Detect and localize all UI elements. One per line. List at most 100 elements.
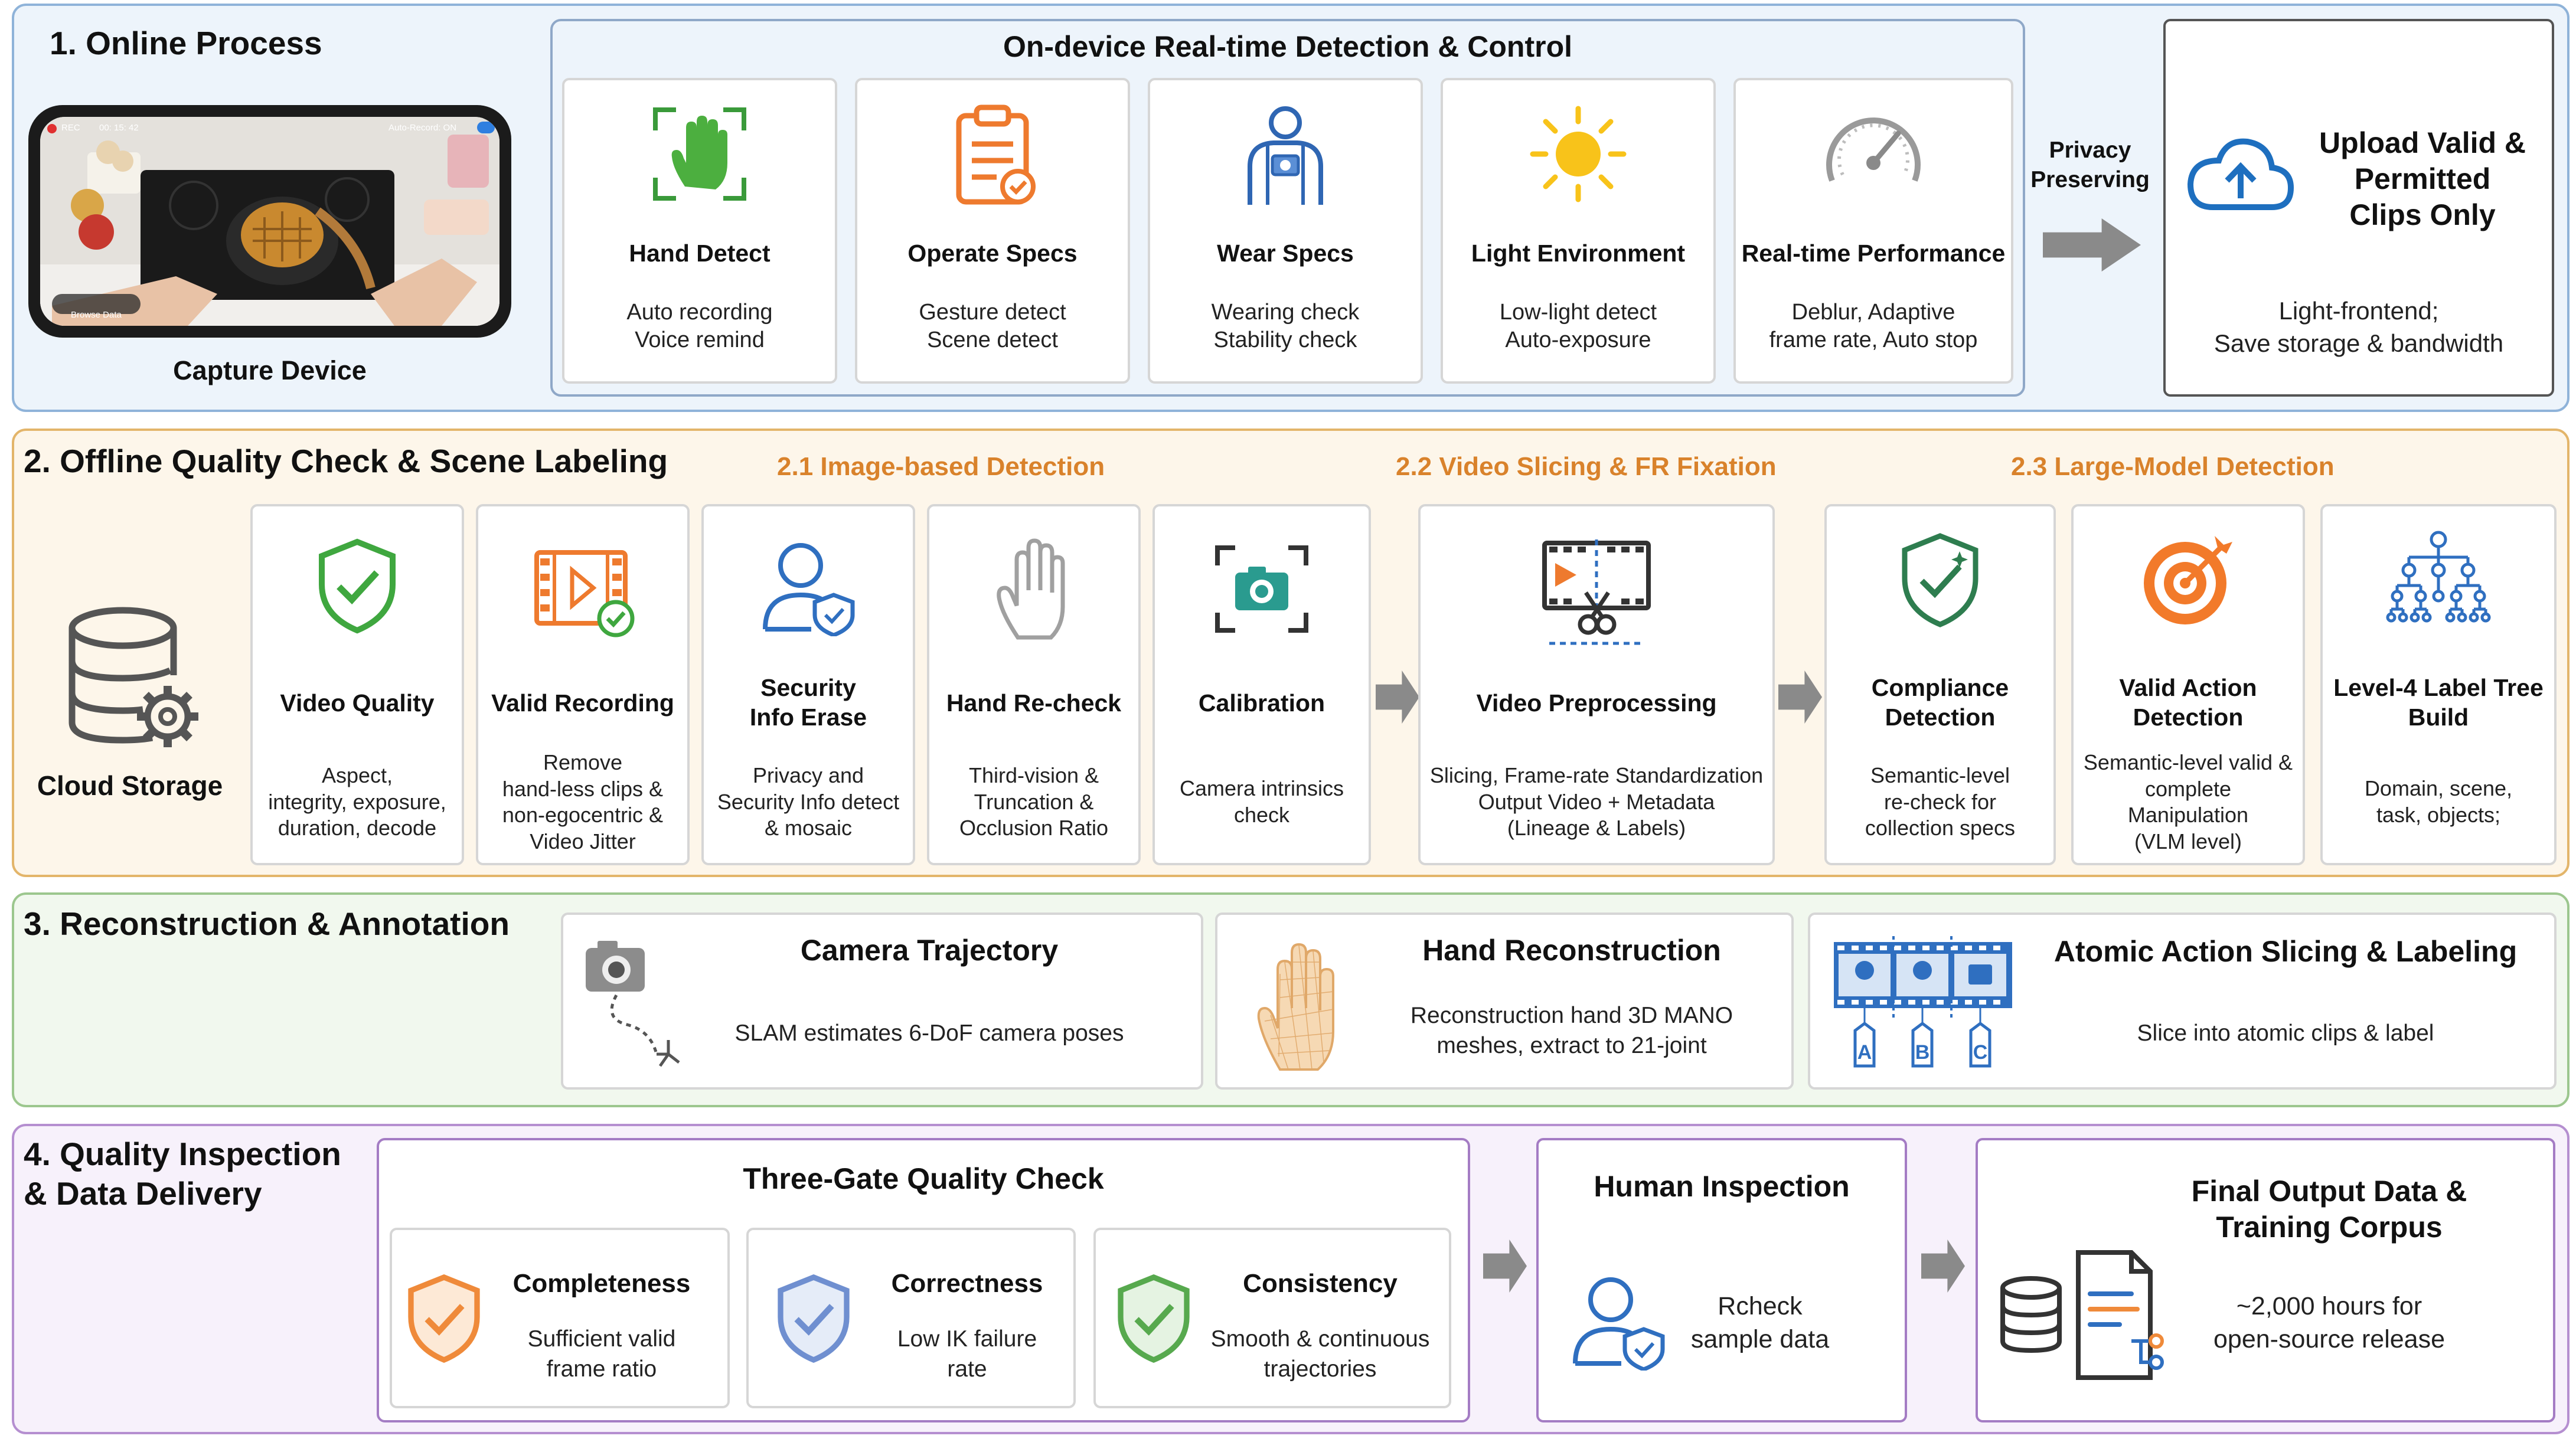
card-operate-specs: Operate Specs Gesture detect Scene detec… xyxy=(855,78,1130,384)
auto-record-toggle[interactable] xyxy=(477,122,495,133)
card-desc: Low-light detect Auto-exposure xyxy=(1499,300,1657,353)
sun-icon xyxy=(1530,106,1627,202)
gate-desc: Smooth & continuous trajectories xyxy=(1210,1326,1430,1382)
browse-data-button[interactable]: Browse Data xyxy=(71,310,122,320)
rec-indicator: REC xyxy=(61,123,80,133)
card-security-info-erase: Security Info Erase Privacy and Security… xyxy=(701,504,915,865)
card-valid-recording: Valid Recording Remove hand-less clips &… xyxy=(476,504,690,865)
gate-completeness: Completeness Sufficient valid frame rati… xyxy=(390,1228,730,1408)
card-desc: Auto recording Voice remind xyxy=(626,300,773,353)
hand-mesh-icon xyxy=(1257,943,1334,1071)
card-title: Hand Re-check xyxy=(946,689,1122,717)
arrow-right-icon xyxy=(2043,218,2141,272)
card-desc: Camera intrinsics check xyxy=(1179,776,1344,827)
hierarchy-tree-icon xyxy=(2386,531,2491,623)
section-title: 1. Online Process xyxy=(50,25,322,61)
card-title: Light Environment xyxy=(1471,240,1686,267)
card-wear-specs: Wear Specs Wearing check Stability check xyxy=(1148,78,1423,384)
user-shield-icon xyxy=(1573,1277,1665,1371)
subsection-large-model: 2.3 Large-Model Detection xyxy=(2011,452,2335,481)
shield-star-icon xyxy=(1902,533,1978,627)
phone-screen: REC 00: 15: 42 Auto-Record: ON Browse Da… xyxy=(40,117,499,326)
card-video-quality: Video Quality Aspect, integrity, exposur… xyxy=(250,504,464,865)
shield-check-icon xyxy=(319,538,396,634)
three-gate-title: Three-Gate Quality Check xyxy=(743,1162,1104,1195)
panel-title: On-device Real-time Detection & Control xyxy=(1003,30,1573,63)
card-video-preprocessing: Video Preprocessing Slicing, Frame-rate … xyxy=(1418,504,1775,865)
card-valid-action-detection: Valid Action Detection Semantic-level va… xyxy=(2071,504,2305,865)
section-title: 4. Quality Inspection & Data Delivery xyxy=(24,1136,341,1212)
section-title: 3. Reconstruction & Annotation xyxy=(24,905,510,942)
human-inspection-panel: Human Inspection Rcheck sample data xyxy=(1536,1138,1907,1422)
shield-check-blue-icon xyxy=(778,1274,850,1363)
kitchen-scene-image xyxy=(40,117,499,326)
card-title: Compliance Detection xyxy=(1871,674,2009,731)
database-document-icon xyxy=(2000,1250,2164,1380)
cloud-storage-label: Cloud Storage xyxy=(37,770,223,801)
upload-desc: Light-frontend; Save storage & bandwidth xyxy=(2213,297,2504,357)
cloud-upload-icon xyxy=(2187,138,2294,210)
camera-focus-icon xyxy=(1215,545,1308,633)
film-check-icon xyxy=(534,550,635,637)
card-desc: Privacy and Security Info detect & mosai… xyxy=(717,763,900,840)
card-desc: Third-vision & Truncation & Occlusion Ra… xyxy=(959,763,1109,840)
card-title: Valid Recording xyxy=(491,689,674,717)
camera-trajectory-icon xyxy=(586,941,680,1067)
card-light-environment: Light Environment Low-light detect Auto-… xyxy=(1441,78,1716,384)
gate-desc: Low IK failure rate xyxy=(897,1326,1037,1382)
card-desc: Remove hand-less clips & non-egocentric … xyxy=(502,750,664,853)
gate-title: Correctness xyxy=(891,1269,1043,1298)
final-output-desc: ~2,000 hours for open-source release xyxy=(2213,1292,2446,1353)
shield-check-green-icon xyxy=(1118,1274,1190,1363)
card-desc: SLAM estimates 6-DoF camera poses xyxy=(734,1021,1124,1046)
upload-panel: Upload Valid & Permitted Clips Only Ligh… xyxy=(2163,19,2554,397)
arrow-right-icon xyxy=(1921,1239,1965,1293)
card-title: Hand Reconstruction xyxy=(1422,934,1721,967)
card-desc: Slicing, Frame-rate Standardization Outp… xyxy=(1429,763,1764,840)
card-title: Calibration xyxy=(1198,689,1325,717)
card-desc: Aspect, integrity, exposure, duration, d… xyxy=(268,763,446,840)
card-title: Security Info Erase xyxy=(749,674,867,731)
shield-check-orange-icon xyxy=(408,1274,480,1363)
card-desc: Deblur, Adaptive frame rate, Auto stop xyxy=(1769,300,1978,353)
gate-consistency: Consistency Smooth & continuous trajecto… xyxy=(1093,1228,1451,1408)
arrow-right-icon xyxy=(1483,1239,1527,1293)
human-inspection-desc: Rcheck sample data xyxy=(1690,1292,1830,1353)
database-gear-icon xyxy=(68,607,198,747)
capture-device-label: Capture Device xyxy=(173,355,367,385)
wearer-camera-icon xyxy=(1248,106,1323,205)
hand-outline-icon xyxy=(997,538,1065,640)
film-clips-tags-icon: A B C xyxy=(1834,936,2012,1068)
upload-title: Upload Valid & Permitted Clips Only xyxy=(2319,126,2526,231)
card-title: Real-time Performance xyxy=(1741,240,2006,267)
film-scissors-icon xyxy=(1542,539,1651,645)
final-output-title: Final Output Data & Training Corpus xyxy=(2191,1175,2467,1244)
speedometer-icon xyxy=(1826,117,1921,182)
tag-b-label: B xyxy=(1915,1041,1930,1064)
card-realtime-performance: Real-time Performance Deblur, Adaptive f… xyxy=(1733,78,2013,384)
card-title: Video Quality xyxy=(280,689,435,717)
card-title: Operate Specs xyxy=(907,240,1078,267)
capture-device-phone: REC 00: 15: 42 Auto-Record: ON Browse Da… xyxy=(28,105,511,338)
card-atomic-action: A B C Atomic Action Slicing & Labeling S… xyxy=(1808,913,2557,1090)
card-label-tree: Level-4 Label Tree Build Domain, scene, … xyxy=(2320,504,2557,865)
hand-icon xyxy=(653,107,746,201)
card-compliance-detection: Compliance Detection Semantic-level re-c… xyxy=(1824,504,2056,865)
card-desc: Gesture detect Scene detect xyxy=(919,300,1066,353)
gate-correctness: Correctness Low IK failure rate xyxy=(746,1228,1076,1408)
tag-c-label: C xyxy=(1973,1041,1988,1064)
card-hand-recheck: Hand Re-check Third-vision & Truncation … xyxy=(927,504,1141,865)
gate-title: Consistency xyxy=(1243,1269,1398,1298)
user-shield-icon xyxy=(763,543,855,636)
privacy-preserving-label: Privacy Preserving xyxy=(2030,138,2150,192)
section-title: 2. Offline Quality Check & Scene Labelin… xyxy=(24,443,668,479)
card-desc: Wearing check Stability check xyxy=(1211,300,1360,353)
final-output-panel: Final Output Data & Training Corpus ~2,0… xyxy=(1976,1138,2555,1422)
card-title: Level-4 Label Tree Build xyxy=(2333,674,2544,731)
card-title: Valid Action Detection xyxy=(2119,674,2257,731)
record-timer: 00: 15: 42 xyxy=(99,123,139,133)
subsection-image-detection: 2.1 Image-based Detection xyxy=(777,452,1105,481)
card-title: Video Preprocessing xyxy=(1476,689,1717,717)
subsection-video-slicing: 2.2 Video Slicing & FR Fixation xyxy=(1396,452,1777,481)
target-icon xyxy=(2144,536,2232,624)
